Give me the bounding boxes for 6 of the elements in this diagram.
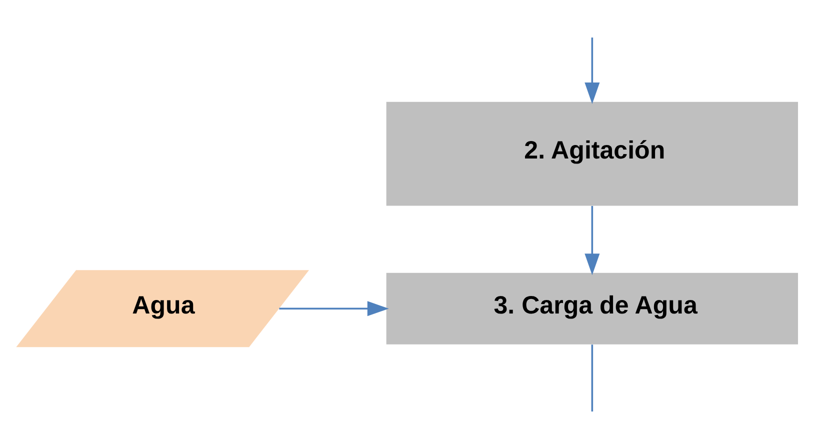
arrow — [584, 37, 600, 104]
arrow — [584, 205, 600, 275]
node-box: 2. Agitación — [386, 101, 798, 206]
connector — [591, 344, 594, 411]
node-box: 3. Carga de Agua — [386, 272, 798, 344]
arrow — [279, 300, 389, 316]
